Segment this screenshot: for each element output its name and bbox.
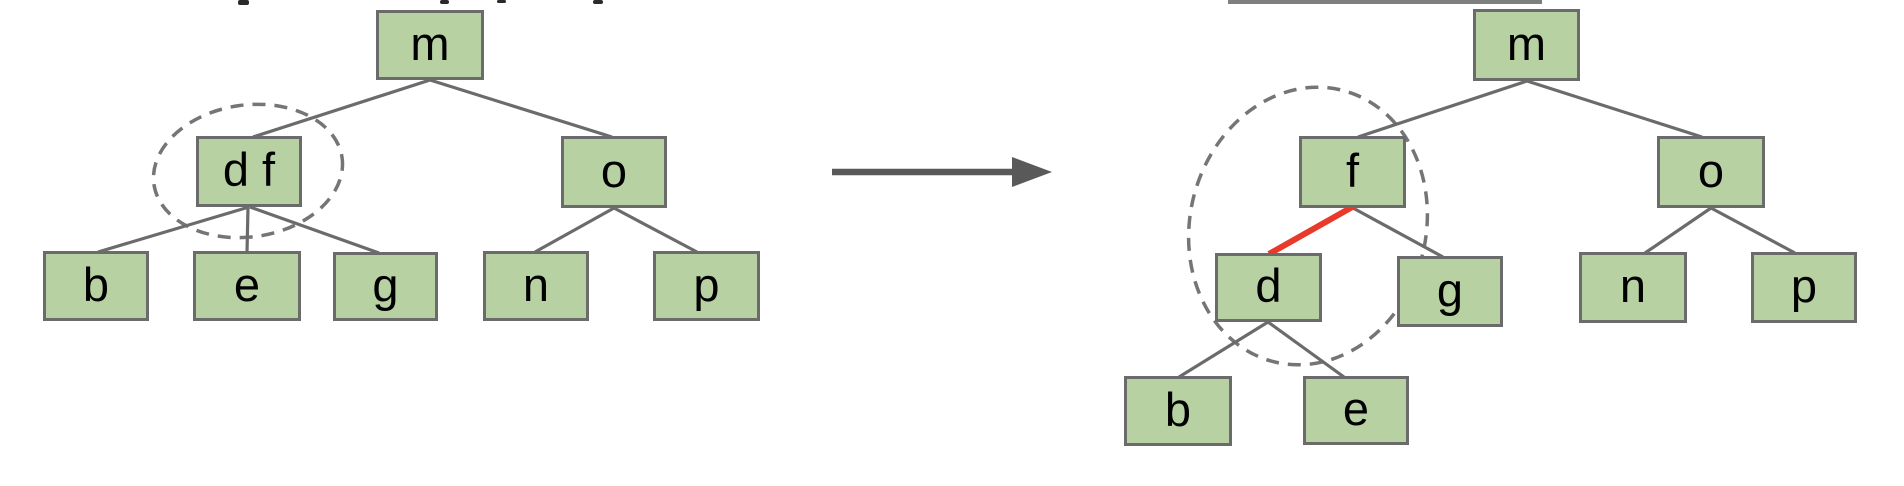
cropped-text-fragment (497, 0, 506, 3)
edge-df-g (249, 205, 380, 255)
left-selection-ellipse (151, 102, 345, 240)
right-tree-node-e: e (1303, 376, 1409, 445)
right-tree-node-p: p (1751, 252, 1857, 323)
right-tree-node-d: d (1215, 253, 1322, 322)
edge-o-p (1710, 206, 1796, 255)
cropped-text-fragment (440, 0, 449, 4)
left-tree-node-e: e (193, 251, 301, 321)
right-tree-node-f: f (1299, 136, 1406, 208)
right-arrow-icon (832, 157, 1052, 187)
edge-o-n (534, 206, 615, 254)
edge-df-e (245, 206, 250, 253)
left-tree-node-p: p (653, 251, 760, 321)
edge-df-b (97, 205, 250, 254)
arrow-head (1012, 157, 1052, 187)
right-tree-edges (1178, 79, 1796, 379)
highlighted-edge-f-d (1267, 203, 1356, 257)
right-tree-node-n: n (1579, 252, 1687, 323)
left-tree-node-m: m (376, 10, 484, 80)
edge-d-b (1178, 320, 1269, 379)
edge-m-o (1526, 79, 1703, 139)
edge-m-f (1357, 79, 1528, 139)
edge-o-p (613, 206, 698, 254)
cropped-text-fragments (238, 0, 1542, 5)
left-tree-node-g: g (333, 252, 438, 321)
right-tree-node-b: b (1124, 376, 1232, 446)
right-selection-ellipse (1186, 85, 1430, 367)
edge-f-g (1352, 206, 1444, 259)
underline-fragment (1228, 0, 1542, 4)
edge-m-df (252, 78, 431, 139)
cropped-text-fragment (238, 0, 249, 5)
edge-m-o (429, 78, 613, 139)
right-tree-node-o: o (1657, 136, 1765, 208)
right-tree-node-g: g (1397, 256, 1503, 327)
left-tree-node-o: o (561, 136, 667, 208)
left-tree-node-b: b (43, 251, 149, 321)
right-tree-node-m: m (1473, 9, 1580, 81)
left-tree-node-n: n (483, 251, 589, 321)
edge-d-e (1267, 320, 1345, 379)
edge-o-n (1644, 206, 1712, 255)
cropped-text-fragment (593, 0, 603, 4)
left-tree-edges (97, 78, 698, 255)
left-tree-node-df: d f (196, 136, 302, 207)
